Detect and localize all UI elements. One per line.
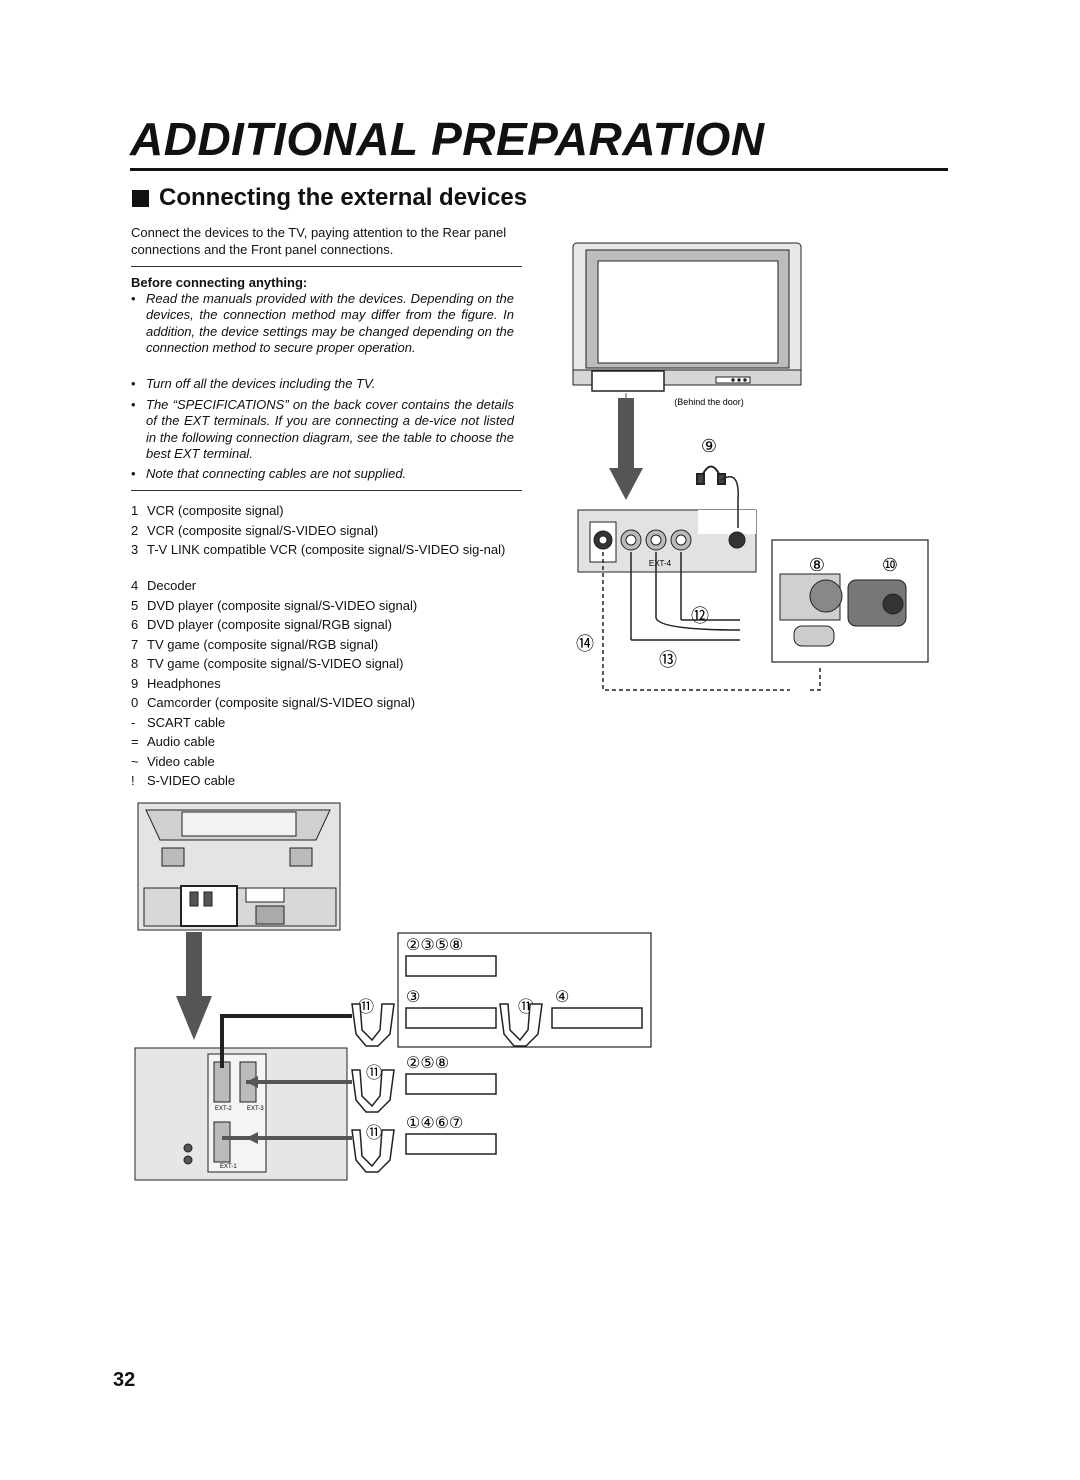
list-key: ~ <box>131 753 139 769</box>
marker-label: ⑪ <box>366 1064 382 1082</box>
rear-markers: ②③⑤⑧ ③ ④ ②⑤⑧ ①④⑥⑦ ⑪ ⑪ ⑪ ⑪ <box>358 937 569 1142</box>
list-label: DVD player (composite signal/S-VIDEO sig… <box>147 597 418 613</box>
list-item: 3 T-V LINK compatible VCR (composite sign… <box>131 541 525 577</box>
bullet-item: •Note that connecting cables are not sup… <box>131 466 514 482</box>
list-label: Headphones <box>147 675 221 691</box>
marker-label: ②③⑤⑧ <box>406 937 463 954</box>
front-markers: ⑨ ⑧ ⑩ ⑫ ⑭ ⑬ <box>576 436 898 670</box>
marker-label: ⑭ <box>576 634 594 654</box>
bullet-text: Read the manuals provided with the devic… <box>146 291 514 355</box>
marker-label: ⑧ <box>809 555 825 575</box>
front-devices-box <box>771 539 929 663</box>
marker-label: ⑫ <box>691 606 709 626</box>
list-key: 2 <box>131 522 139 538</box>
list-item: 2 VCR (composite signal/S-VIDEO signal) <box>131 522 525 542</box>
list-key: 5 <box>131 597 139 613</box>
device-list: 1 VCR (composite signal) 2 VCR (composite … <box>131 502 525 792</box>
divider <box>131 490 522 491</box>
marker-label: ③ <box>406 989 420 1006</box>
tv-front-illustration <box>572 242 802 392</box>
list-item: -SCART cable <box>131 714 525 734</box>
list-label: Audio cable <box>147 734 215 749</box>
list-label: Decoder <box>147 578 197 593</box>
port-label: EXT-3 <box>247 1106 264 1112</box>
before-heading: Before connecting anything: <box>131 275 308 290</box>
port-label: EXT-2 <box>215 1106 232 1112</box>
bullet-text: Note that connecting cables are not supp… <box>146 466 407 481</box>
bullet-item: •Turn off all the devices including the … <box>131 376 514 392</box>
list-label: T-V LINK compatible VCR (composite signa… <box>147 542 506 557</box>
list-key: 0 <box>131 695 139 710</box>
list-label: DVD player (composite signal/RGB signal) <box>147 617 392 632</box>
scart-plug-icons <box>351 1003 543 1173</box>
front-panel-label: EXT-4 <box>649 559 672 568</box>
port-label: EXT-1 <box>220 1164 237 1170</box>
list-key: 3 <box>131 542 139 557</box>
list-item: 6 DVD player (composite signal/RGB signal… <box>131 616 525 636</box>
list-key: 8 <box>131 656 139 671</box>
list-key: 6 <box>131 617 139 632</box>
down-arrow-icon <box>609 393 643 500</box>
front-cables <box>602 552 821 691</box>
marker-label: ④ <box>555 989 569 1006</box>
marker-label: ⑩ <box>882 555 898 575</box>
marker-label: ⑪ <box>358 998 374 1016</box>
rear-panel-closeup <box>134 1047 348 1181</box>
bullet-item: •The “SPECIFICATIONS” on the back cover … <box>131 397 514 461</box>
behind-door-label: (Behind the door) <box>674 397 744 407</box>
marker-label: ②⑤⑧ <box>406 1055 449 1072</box>
list-item: 5 DVD player (composite signal/S-VIDEO si… <box>131 597 525 617</box>
marker-label: ⑨ <box>701 436 717 456</box>
list-item: ! S-VIDEO cable <box>131 772 525 792</box>
list-key: ! <box>131 773 135 788</box>
down-arrow-icon <box>176 932 212 1040</box>
section-heading: Connecting the external devices <box>132 184 527 212</box>
front-panel-illustration <box>577 509 757 573</box>
square-bullet-icon <box>132 189 149 207</box>
list-key: 4 <box>131 578 139 593</box>
list-item: 7 TV game (composite signal/RGB signal) <box>131 636 525 656</box>
title-rule <box>130 168 948 171</box>
marker-label: ①④⑥⑦ <box>406 1115 463 1132</box>
list-label: Video cable <box>147 753 215 769</box>
list-label: Camcorder (composite signal/S-VIDEO sign… <box>147 695 416 710</box>
page-title: ADDITIONAL PREPARATION <box>130 113 765 165</box>
list-item: ~ Video cable <box>131 753 525 773</box>
list-item: 0 Camcorder (composite signal/S-VIDEO sig… <box>131 694 525 714</box>
intro-text: Connect the devices to the TV, paying at… <box>131 225 507 257</box>
list-key: 7 <box>131 636 139 652</box>
list-key: 9 <box>131 675 139 691</box>
device-units <box>405 955 643 1155</box>
list-label: TV game (composite signal/RGB signal) <box>147 636 379 652</box>
bullet-text: Turn off all the devices including the T… <box>146 376 376 391</box>
arrow-icon <box>246 1132 258 1144</box>
marker-label: ⑪ <box>366 1124 382 1142</box>
list-label: VCR (composite signal) <box>147 503 284 518</box>
page-number: 32 <box>113 1369 136 1391</box>
list-key: = <box>131 734 139 749</box>
headphones-icon <box>696 465 739 528</box>
bullet-text: The “SPECIFICATIONS” on the back cover c… <box>146 397 514 461</box>
list-key: - <box>131 714 136 730</box>
list-item: 1 VCR (composite signal) <box>131 502 525 522</box>
list-label: SCART cable <box>147 714 226 730</box>
list-key: 1 <box>131 503 139 518</box>
marker-label: ⑬ <box>659 650 677 670</box>
list-label: S-VIDEO cable <box>147 773 236 788</box>
bullet-item: •Read the manuals provided with the devi… <box>131 291 514 355</box>
rear-port-labels: EXT-2 EXT-3 EXT-1 <box>215 1106 264 1170</box>
tv-rear-illustration <box>137 802 341 931</box>
list-item: 4 Decoder <box>131 577 525 597</box>
list-label: VCR (composite signal/S-VIDEO signal) <box>147 522 379 538</box>
section-title: Connecting the external devices <box>159 184 528 211</box>
list-item: 9 Headphones <box>131 675 525 695</box>
list-item: = Audio cable <box>131 733 525 753</box>
device-group-box <box>397 932 652 1048</box>
list-label: TV game (composite signal/S-VIDEO signal… <box>147 656 404 671</box>
divider <box>131 266 522 267</box>
list-item: 8 TV game (composite signal/S-VIDEO signa… <box>131 655 525 675</box>
arrow-icon <box>246 1076 258 1088</box>
